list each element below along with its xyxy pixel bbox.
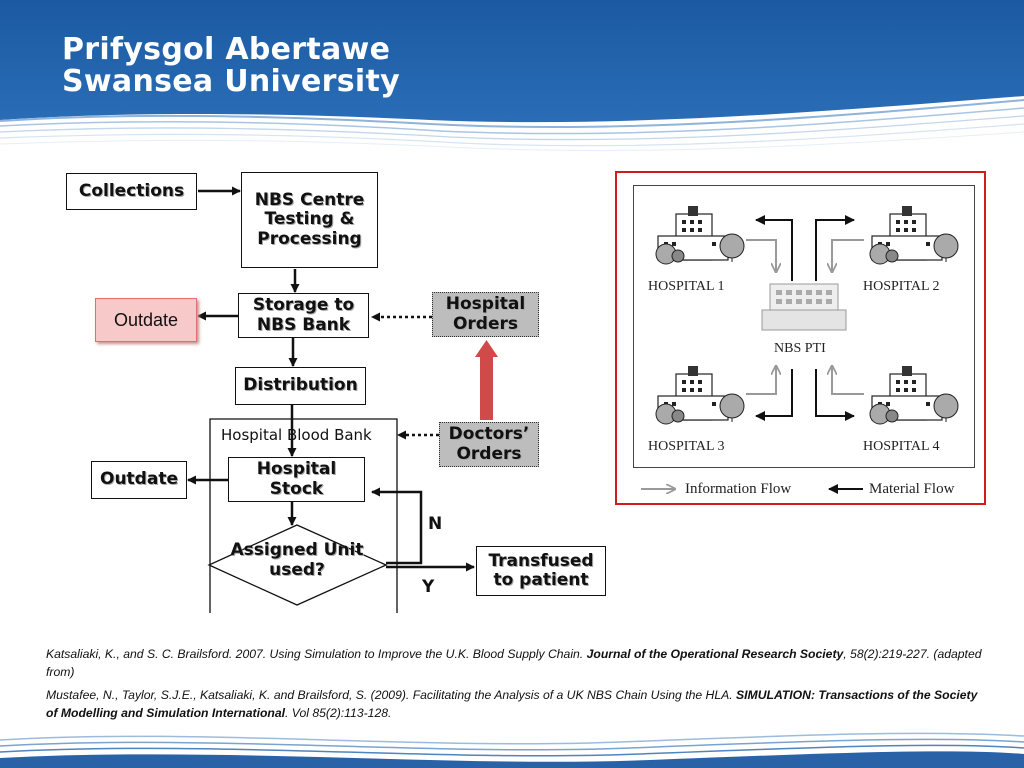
- nbs-centre-box: NBS Centre Testing & Processing: [241, 172, 378, 268]
- legend-information-flow: Information Flow: [685, 481, 792, 497]
- reference-1-details: , 58(2):219-227. (adapted from): [46, 647, 982, 679]
- nbs-network-graphic: [655, 206, 959, 425]
- hospital-blood-bank-frame: [209, 418, 398, 613]
- header-banner: Prifysgol Abertawe Swansea University: [0, 0, 1024, 160]
- hospital-4-label: HOSPITAL 4: [863, 439, 940, 454]
- reference-1: Katsaliaki, K., and S. C. Brailsford. 20…: [46, 646, 986, 681]
- legend-material-flow: Material Flow: [869, 481, 955, 497]
- nbs-pti-building-icon: [761, 283, 847, 331]
- hospital-stock-box: Hospital Stock: [228, 457, 365, 502]
- red-up-arrow: [475, 340, 498, 420]
- reference-2-details: . Vol 85(2):113-128.: [285, 706, 392, 721]
- outdate-top-box: Outdate: [95, 298, 197, 342]
- hospital-2-label: HOSPITAL 2: [863, 279, 940, 294]
- hospital-building-icon: [869, 366, 959, 425]
- hospital-building-icon: [655, 366, 745, 425]
- references: Katsaliaki, K., and S. C. Brailsford. 20…: [46, 646, 986, 729]
- reference-1-journal: Journal of the Operational Research Soci…: [586, 647, 844, 661]
- distribution-box: Distribution: [235, 367, 366, 405]
- collections-box: Collections: [66, 173, 197, 210]
- transfused-box: Transfused to patient: [476, 546, 606, 596]
- yes-label: Y: [422, 577, 435, 597]
- reference-2-journal: SIMULATION: Transactions of the Society …: [46, 688, 978, 721]
- nbs-pti-label: NBS PTI: [774, 341, 826, 356]
- storage-box: Storage to NBS Bank: [238, 293, 369, 338]
- hospital-blood-bank-label: Hospital Blood Bank: [221, 426, 372, 444]
- hospital-orders-box: Hospital Orders: [432, 292, 539, 337]
- doctors-orders-box: Doctors’ Orders: [439, 422, 539, 467]
- footer-wave-decoration: [0, 732, 1024, 768]
- hospital-building-icon: [869, 206, 959, 265]
- outdate-bottom-box: Outdate: [91, 461, 187, 499]
- header-wave-background: [0, 0, 1024, 151]
- university-name-welsh: Prifysgol Abertawe: [62, 32, 391, 67]
- decision-diamond: [207, 524, 388, 606]
- nbs-pti-panel: HOSPITAL 1 HOSPITAL 2 NBS PTI HOSPITAL 3…: [615, 171, 986, 505]
- hospital-1-label: HOSPITAL 1: [648, 279, 725, 294]
- no-label: N: [428, 514, 443, 534]
- hospital-3-label: HOSPITAL 3: [648, 439, 725, 454]
- university-name-english: Swansea University: [62, 64, 400, 99]
- decision-label: Assigned Unit used?: [230, 540, 364, 581]
- reference-2-text: Mustafee, N., Taylor, S.J.E., Katsaliaki…: [46, 688, 737, 703]
- flow-legend-arrows: [641, 484, 863, 494]
- hospital-building-icon: [655, 206, 745, 265]
- reference-1-text: Katsaliaki, K., and S. C. Brailsford. 20…: [46, 647, 587, 661]
- reference-2: Mustafee, N., Taylor, S.J.E., Katsaliaki…: [46, 687, 986, 722]
- nbs-pti-diagram: HOSPITAL 1 HOSPITAL 2 NBS PTI HOSPITAL 3…: [633, 185, 975, 468]
